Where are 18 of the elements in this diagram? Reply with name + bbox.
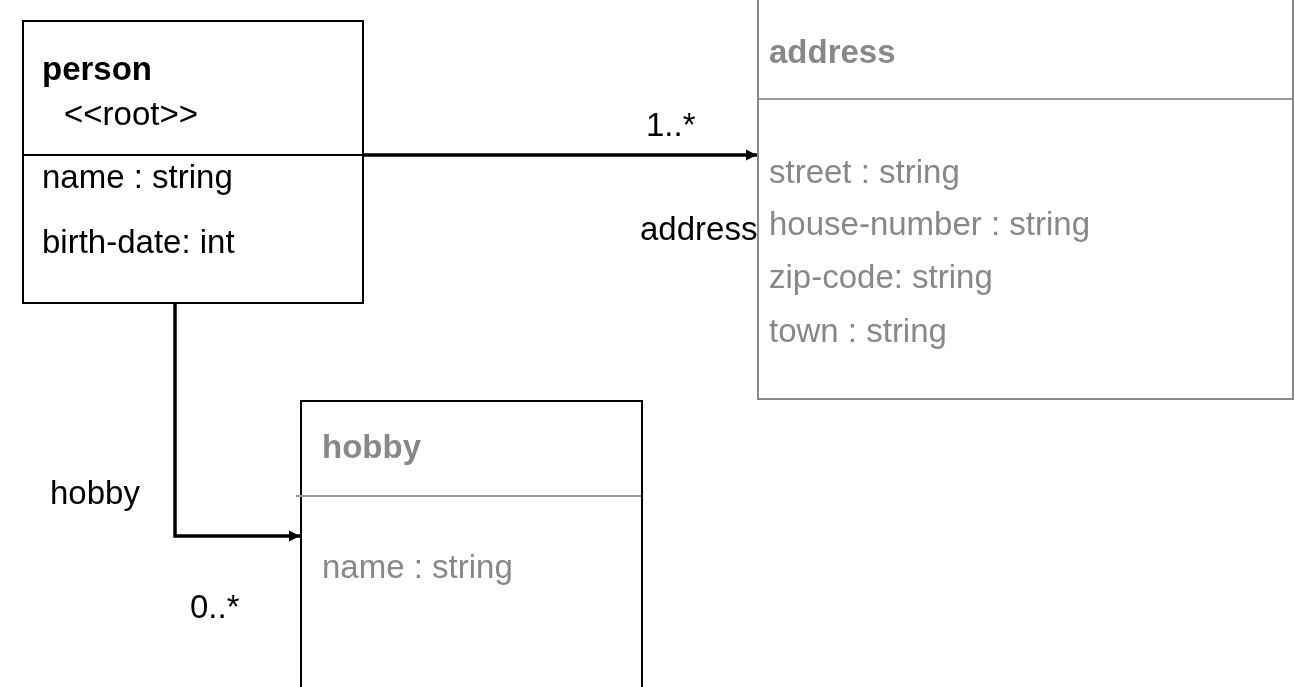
attribute-text: name : string [322, 548, 513, 586]
class-box [757, 0, 1294, 400]
attribute-text: town : string [769, 312, 947, 350]
attribute-text: name : string [42, 158, 233, 196]
multiplicity-label: 1..* [646, 106, 696, 144]
attribute-text: street : string [769, 153, 960, 191]
role-label: hobby [50, 474, 140, 512]
class-name: address [769, 33, 896, 71]
attribute-text: birth-date: int [42, 223, 235, 261]
stereotype-label: <<root>> [64, 95, 198, 133]
class-name: hobby [322, 428, 421, 466]
association-arrow [173, 304, 300, 542]
class-name: person [42, 50, 153, 88]
multiplicity-label: 0..* [190, 588, 240, 626]
attribute-text: zip-code: string [769, 258, 993, 296]
role-label: address [640, 210, 758, 248]
association-arrow [364, 149, 757, 161]
attribute-text: house-number : string [769, 205, 1090, 243]
